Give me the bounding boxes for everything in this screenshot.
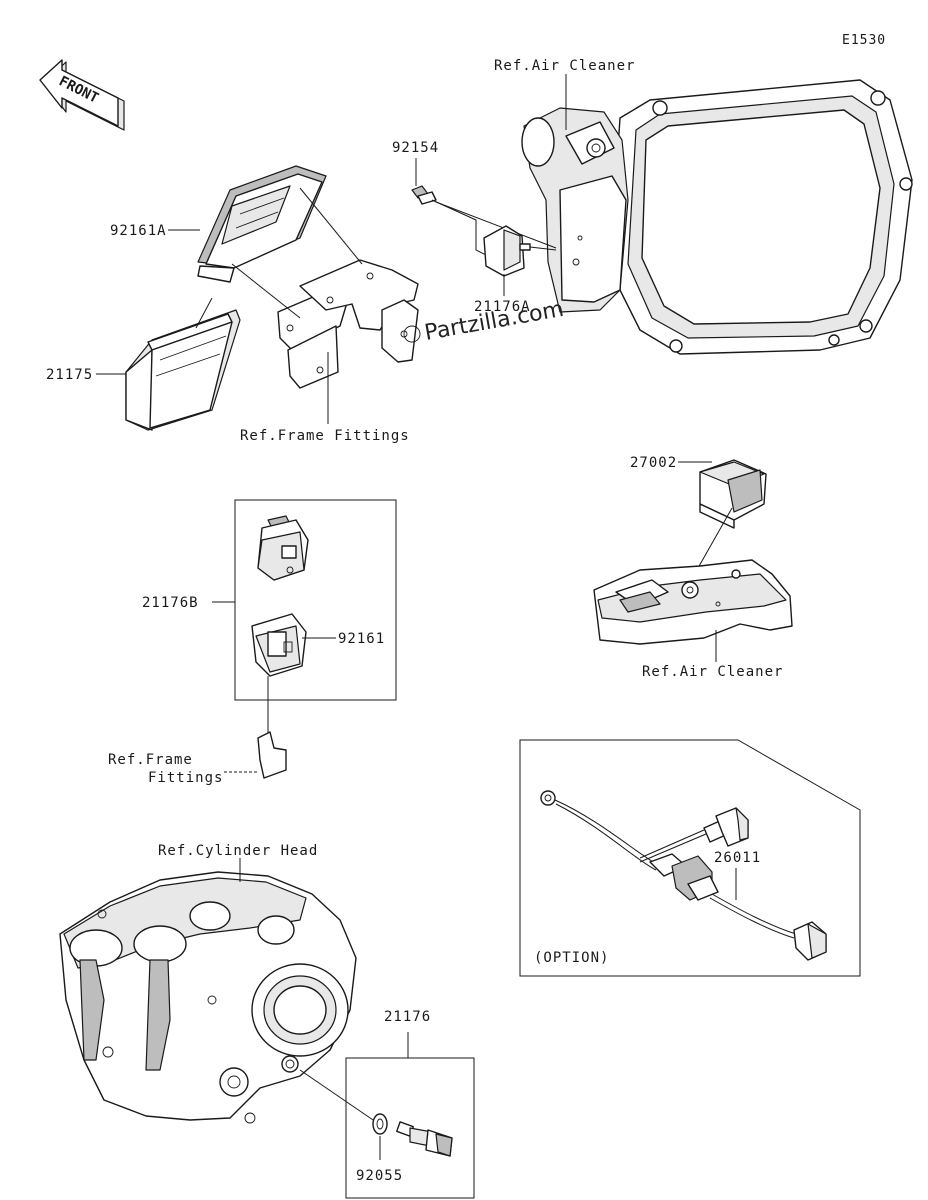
label-26011: 26011 [714, 850, 761, 866]
ecu-unit [125, 309, 241, 431]
air-cleaner-bracket [593, 559, 793, 645]
connector-upper [257, 515, 309, 581]
cylinder-head [59, 871, 357, 1124]
sensor-21176a [483, 225, 557, 277]
label-ref-cylinder-head: Ref.Cylinder Head [158, 843, 318, 859]
label-ref-air-cleaner-mid: Ref.Air Cleaner [642, 664, 783, 680]
label-21175: 21175 [46, 367, 93, 383]
ecu-bracket [277, 259, 419, 389]
air-cleaner-housing [609, 79, 913, 355]
label-ref-air-cleaner-top: Ref.Air Cleaner [494, 58, 635, 74]
frame-clip [257, 731, 287, 779]
label-92055: 92055 [356, 1168, 403, 1184]
temp-sensor-21176 [396, 1121, 453, 1157]
label-option: (OPTION) [534, 950, 609, 966]
label-92154: 92154 [392, 140, 439, 156]
group-box-21176b [234, 499, 397, 701]
harness-26011 [540, 790, 827, 961]
label-21176a: 21176A [474, 299, 531, 315]
label-ref-frame: Ref.Frame [108, 752, 193, 768]
label-92161: 92161 [338, 631, 385, 647]
label-92161a: 92161A [110, 223, 167, 239]
option-box [519, 739, 861, 977]
throttle-body [521, 107, 629, 313]
connector-lower-92161 [251, 613, 307, 677]
label-21176b: 21176B [142, 595, 199, 611]
label-21176: 21176 [384, 1009, 431, 1025]
label-ref-frame-fittings-top: Ref.Frame Fittings [240, 428, 410, 444]
label-27002: 27002 [630, 455, 677, 471]
diagram-code: E1530 [842, 33, 886, 48]
ecu-rubber-cover [197, 165, 327, 283]
group-box-21176 [345, 1057, 475, 1199]
label-fittings: Fittings [148, 770, 223, 786]
o-ring-92055 [372, 1113, 388, 1135]
front-arrow-icon: FRONT [39, 59, 125, 131]
relay-27002 [699, 459, 767, 529]
bolt-92154 [411, 185, 437, 205]
